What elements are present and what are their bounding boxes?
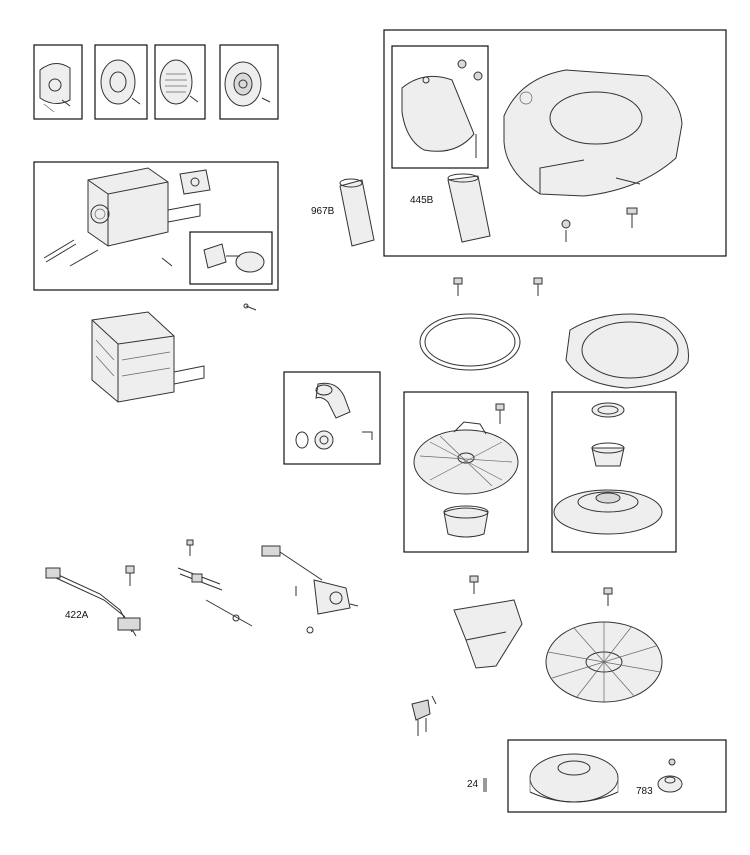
air-duct-icon [315,382,351,419]
callout-24: 24 [467,779,479,790]
screw-icon [125,539,194,586]
callout-445b: 445B [410,195,434,206]
air-guide-icon [453,599,523,669]
muffler-guard-icon [224,61,271,107]
screen-retainer-icon [591,442,625,467]
flywheel-box-group [483,739,727,813]
fuel-solenoid-icon [261,545,359,634]
callout-783: 783 [636,786,653,797]
spark-arrester-cage-icon [91,311,205,403]
screw-icon [469,575,613,606]
blower-housing-group [339,29,727,257]
ground-wire-icon [45,567,141,637]
flywheel-fan-icon [545,621,663,703]
ignition-armature-group [45,539,359,637]
recoil-starter-group [403,391,529,553]
muffler-guard-icon [100,59,141,105]
gasket-icon [179,169,211,195]
recoil-starter-icon [413,421,519,495]
air-cleaner-duct-group [283,371,381,465]
flywheel-icon [529,753,619,803]
seal-ring-icon [419,313,521,371]
starter-cup-icon [443,505,489,538]
muffler-group [33,161,279,291]
air-filter-icon [447,173,491,243]
screw-icon [243,303,257,311]
muffler-guard-icon [159,59,199,105]
callout-967b: 967B [311,206,335,217]
pin-icon [483,778,487,792]
gasket-icon [295,430,373,450]
ignition-switch-icon [177,567,253,627]
callout-422a: 422A [65,610,89,621]
screw-icon [561,207,638,242]
screw-icon [43,239,173,267]
muffler-guard-group [33,44,279,120]
screw-icon [495,403,505,424]
exhaust-elbow-icon [203,243,265,273]
ignition-armature-icon [411,695,437,736]
debris-screen-icon [591,402,625,418]
air-filter-icon [339,178,375,247]
screw-icon [453,277,543,296]
muffler-guard-icon [39,63,71,113]
fan-screen-group [551,391,677,553]
muffler-icon [87,167,201,247]
flywheel-group [411,575,663,736]
flywheel-nut-icon [657,758,683,793]
fan-screen-icon [553,489,663,535]
fuel-tank-cover-icon [401,59,483,158]
rewind-cover-icon [565,313,689,389]
blower-housing-icon [503,69,683,197]
